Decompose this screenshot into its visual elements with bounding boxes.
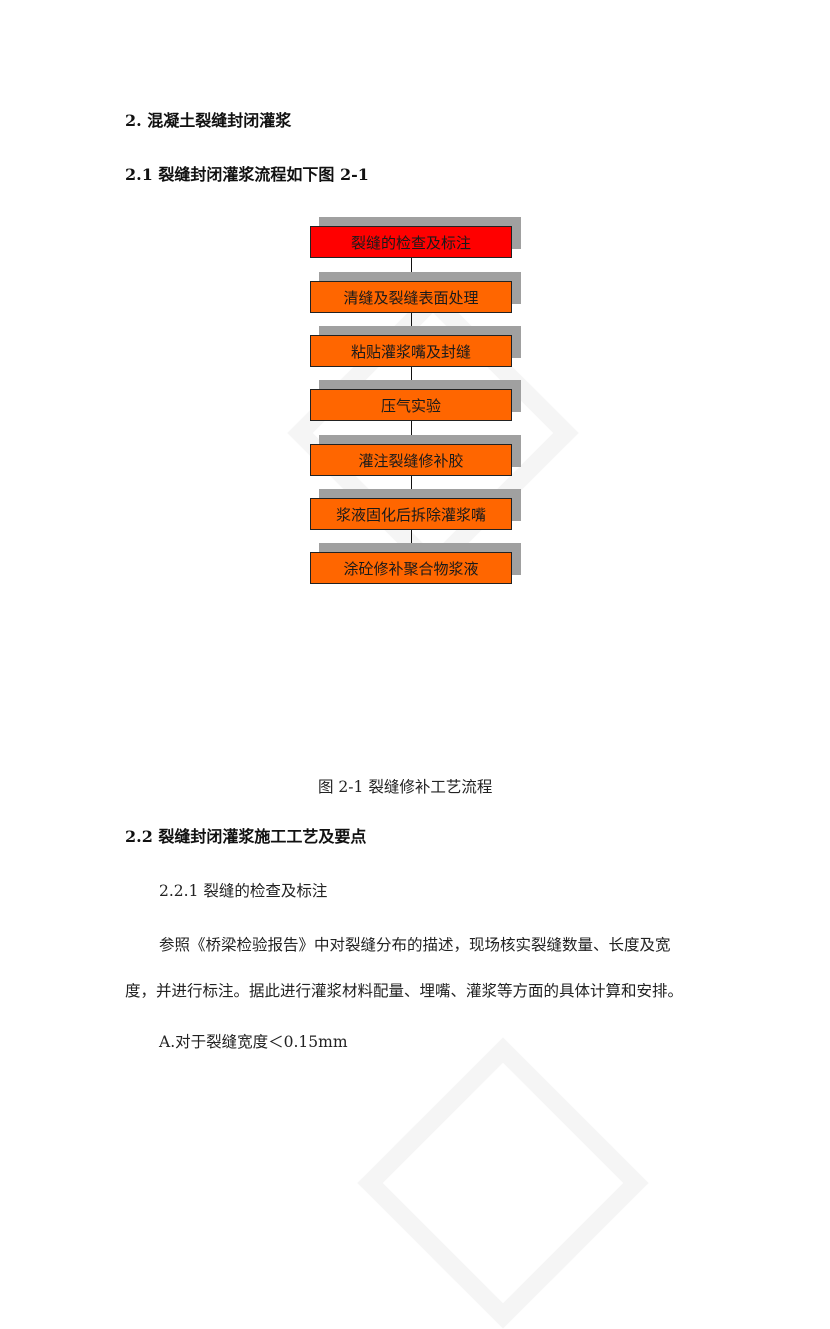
flow-step: 浆液固化后拆除灌浆嘴 [310, 498, 512, 530]
connector-line [411, 476, 412, 491]
flow-step: 压气实验 [310, 389, 512, 421]
figure-caption: 图 2-1 裂缝修补工艺流程 [318, 778, 493, 796]
connector-line [411, 367, 412, 382]
flow-step: 涂砼修补聚合物浆液 [310, 552, 512, 584]
list-item-a: A.对于裂缝宽度＜0.15mm [159, 1033, 348, 1051]
flow-step: 灌注裂缝修补胶 [310, 444, 512, 476]
connector-line [411, 530, 412, 545]
subsection-heading-2-2: 2.2 裂缝封闭灌浆施工工艺及要点 [125, 827, 367, 846]
connector-line [411, 421, 412, 437]
subsection-heading-2-2-1: 2.2.1 裂缝的检查及标注 [159, 882, 328, 900]
connector-line [411, 258, 412, 274]
paragraph-line: 度，并进行标注。据此进行灌浆材料配量、埋嘴、灌浆等方面的具体计算和安排。 [125, 982, 684, 1000]
flow-step: 清缝及裂缝表面处理 [310, 281, 512, 313]
section-heading: 2. 混凝土裂缝封闭灌浆 [125, 111, 292, 130]
watermark [357, 1037, 649, 1329]
flow-step: 裂缝的检查及标注 [310, 226, 512, 258]
connector-line [411, 313, 412, 328]
subsection-heading-2-1: 2.1 裂缝封闭灌浆流程如下图 2-1 [125, 165, 369, 184]
flow-step: 粘贴灌浆嘴及封缝 [310, 335, 512, 367]
paragraph-line: 参照《桥梁检验报告》中对裂缝分布的描述，现场核实裂缝数量、长度及宽 [159, 936, 671, 954]
